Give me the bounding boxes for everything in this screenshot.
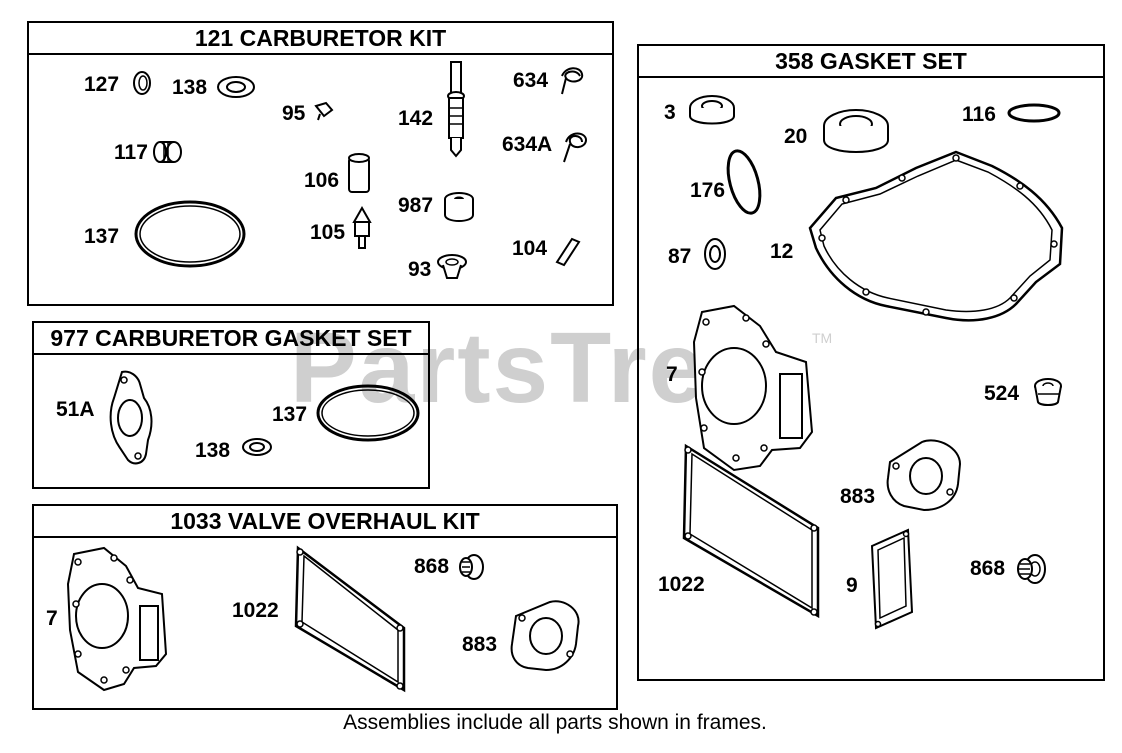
part-116-o-ring-icon bbox=[1006, 102, 1062, 124]
part-106-float-sleeve-icon bbox=[346, 152, 372, 198]
part-label-1022-valve-kit: 1022 bbox=[232, 599, 279, 622]
part-176-o-ring-icon bbox=[724, 146, 764, 218]
part-987-spacer-icon bbox=[442, 190, 476, 226]
part-label-883-gasket-set: 883 bbox=[840, 485, 876, 508]
part-label-138-gasket-set: 138 bbox=[195, 439, 231, 462]
part-104-pin-icon bbox=[554, 236, 582, 268]
part-51a-gasket-icon bbox=[104, 368, 156, 468]
part-label-105: 105 bbox=[310, 221, 346, 244]
part-label-524: 524 bbox=[984, 382, 1020, 405]
part-634a-spring-icon bbox=[560, 128, 592, 168]
part-105-inlet-needle-icon bbox=[350, 206, 374, 252]
part-93-fitting-icon bbox=[435, 252, 469, 282]
part-label-104: 104 bbox=[512, 237, 548, 260]
part-label-3: 3 bbox=[664, 101, 676, 124]
part-label-868-valve-kit: 868 bbox=[414, 555, 450, 578]
part-7-head-gasket-icon-gasket-set bbox=[688, 302, 818, 472]
part-label-1022-gasket-set: 1022 bbox=[658, 573, 705, 596]
part-95-screw-icon bbox=[312, 100, 336, 122]
gasket-set-title: 358 GASKET SET bbox=[639, 46, 1103, 78]
part-label-987: 987 bbox=[398, 194, 434, 217]
part-634-spring-icon bbox=[556, 64, 588, 100]
part-1022-valve-cover-gasket-icon-gasket-set bbox=[678, 442, 824, 620]
part-label-9: 9 bbox=[846, 574, 858, 597]
part-9-breather-gasket-icon bbox=[866, 526, 918, 632]
part-label-868-gasket-set: 868 bbox=[970, 557, 1006, 580]
valve-overhaul-kit-title: 1033 VALVE OVERHAUL KIT bbox=[34, 506, 616, 538]
part-label-883-valve-kit: 883 bbox=[462, 633, 498, 656]
part-868-plug-icon bbox=[456, 552, 486, 582]
gasket-set-panel: 358 GASKET SET bbox=[637, 44, 1105, 681]
part-label-137-gasket-set: 137 bbox=[272, 403, 308, 426]
part-524-plug-icon bbox=[1026, 374, 1064, 410]
part-138-washer-icon-gasket-set bbox=[240, 436, 274, 458]
part-label-116: 116 bbox=[962, 103, 996, 126]
carburetor-gasket-set-title: 977 CARBURETOR GASKET SET bbox=[34, 323, 428, 355]
part-label-7-gasket-set: 7 bbox=[666, 363, 678, 386]
part-label-12: 12 bbox=[770, 240, 794, 263]
part-138-washer-icon bbox=[215, 74, 257, 100]
part-87-seal-icon bbox=[700, 236, 730, 272]
valve-overhaul-kit-panel: 1033 VALVE OVERHAUL KIT bbox=[32, 504, 618, 710]
part-label-106: 106 bbox=[304, 169, 340, 192]
parts-tree-watermark: PartsTree bbox=[290, 312, 764, 424]
part-117-bushing-icon bbox=[150, 138, 186, 166]
part-883-intake-gasket-icon-gasket-set bbox=[884, 436, 966, 514]
part-137-o-ring-icon bbox=[132, 198, 248, 270]
part-label-176: 176 bbox=[690, 179, 726, 202]
part-label-138: 138 bbox=[172, 76, 208, 99]
part-137-o-ring-icon-gasket-set bbox=[314, 382, 422, 444]
part-3-oil-seal-icon bbox=[684, 92, 736, 132]
carburetor-kit-panel: 121 CARBURETOR KIT bbox=[27, 21, 614, 306]
part-label-7-valve-kit: 7 bbox=[46, 607, 58, 630]
part-883-intake-gasket-icon bbox=[506, 596, 586, 676]
part-label-634a: 634A bbox=[502, 133, 553, 156]
part-label-127: 127 bbox=[84, 73, 120, 96]
part-1022-valve-cover-gasket-icon bbox=[290, 544, 410, 694]
trademark-symbol: TM bbox=[812, 330, 833, 346]
part-label-93: 93 bbox=[408, 258, 432, 281]
part-label-87: 87 bbox=[668, 245, 692, 268]
part-label-95: 95 bbox=[282, 102, 306, 125]
carburetor-kit-title: 121 CARBURETOR KIT bbox=[29, 23, 612, 55]
carburetor-gasket-set-panel: 977 CARBURETOR GASKET SET bbox=[32, 321, 430, 489]
part-12-crankcase-gasket-icon bbox=[806, 148, 1066, 328]
part-label-117: 117 bbox=[114, 141, 148, 164]
part-label-142: 142 bbox=[398, 107, 434, 130]
assemblies-footnote: Assemblies include all parts shown in fr… bbox=[343, 711, 767, 734]
part-7-head-gasket-icon bbox=[64, 544, 170, 694]
part-label-137: 137 bbox=[84, 225, 120, 248]
part-label-634: 634 bbox=[513, 69, 549, 92]
part-label-20: 20 bbox=[784, 125, 808, 148]
part-142-needle-valve-icon bbox=[438, 60, 474, 160]
part-20-oil-seal-icon bbox=[818, 106, 892, 160]
part-127-washer-icon bbox=[130, 70, 154, 96]
part-868-plug-icon-gasket-set bbox=[1014, 552, 1048, 586]
part-label-51a: 51A bbox=[56, 398, 95, 421]
